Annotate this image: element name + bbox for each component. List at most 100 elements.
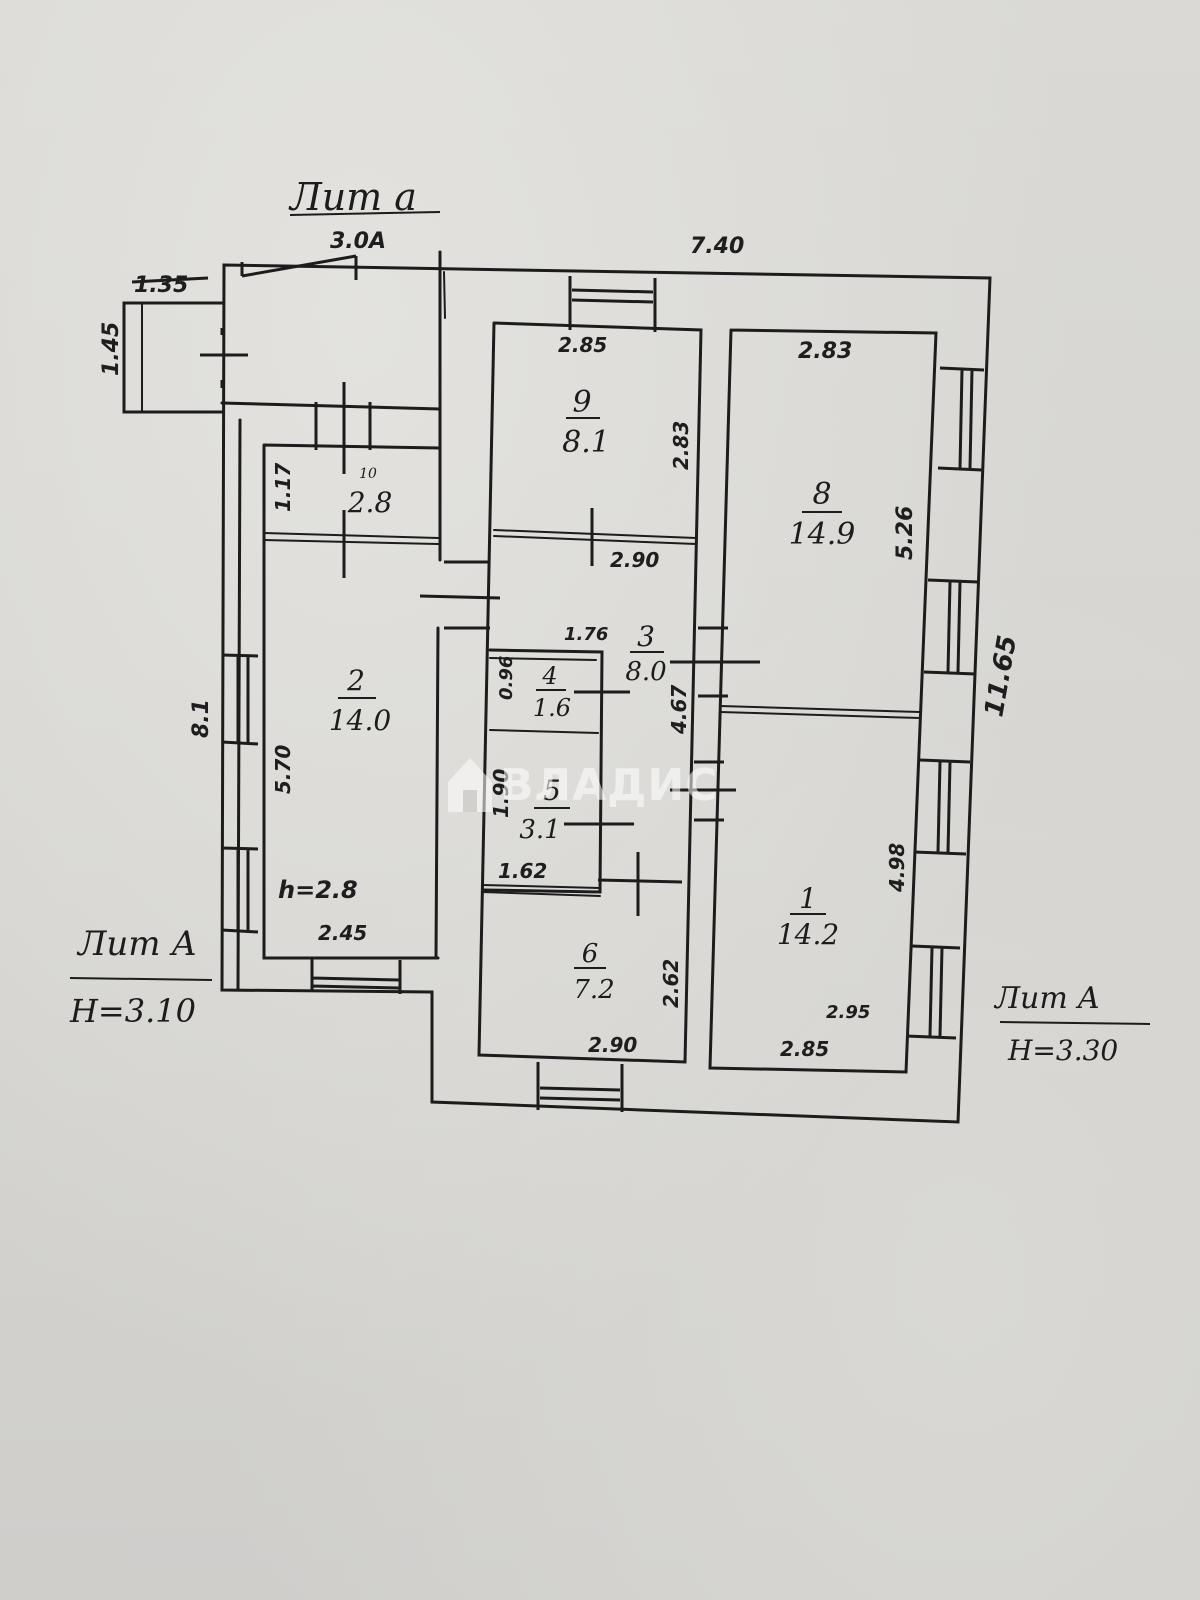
lit-a-top-label: Лит а	[288, 175, 417, 219]
lit-a-left-height: Н=3.10	[69, 992, 196, 1030]
window-right-1	[937, 366, 985, 472]
wall-room-8-1-divider	[719, 705, 921, 719]
wall-room-4-bottom	[489, 729, 599, 734]
window-left-1	[221, 653, 259, 746]
dim-room-6-height: 2.62	[659, 959, 683, 1008]
dim-room-5-width: 1.62	[498, 859, 547, 883]
dim-top-a: 3.0А	[330, 229, 386, 254]
dim-room-8-width: 2.83	[798, 339, 852, 364]
window-left-2	[221, 846, 259, 934]
watermark: ВЛАДИС	[448, 758, 718, 812]
lit-a-left-label: Лит А	[76, 924, 197, 964]
doors	[131, 254, 760, 916]
window-right-2	[923, 578, 979, 676]
room-6-area: 7.2	[573, 975, 614, 1005]
room-6: 6 7.2	[573, 939, 614, 1005]
room-8-number: 8	[812, 477, 831, 512]
porch-wall	[122, 301, 224, 414]
room-10: 10 2.8	[347, 466, 393, 519]
dim-tick-top	[240, 254, 358, 280]
room-4-area: 1.6	[533, 694, 571, 722]
wall-room-10-bottom-2	[263, 539, 439, 545]
dim-top-total: 7.40	[690, 234, 744, 259]
lit-a-right-height: Н=3.30	[1007, 1034, 1118, 1067]
wall-left-corridor	[434, 250, 442, 960]
lit-a-right-label: Лит А	[993, 981, 1100, 1016]
wall-room-9-bottom	[493, 529, 697, 545]
window-left-bottom	[310, 958, 402, 994]
room-6-number: 6	[582, 939, 599, 969]
dim-room-1-width: 2.85	[780, 1037, 829, 1061]
door-room-10-top	[314, 382, 372, 474]
room-4-number: 4	[541, 662, 557, 690]
room-10-number: 10	[359, 466, 377, 482]
room-5: 5 3.1	[519, 774, 570, 845]
room-3-area: 8.0	[625, 657, 666, 687]
lit-a-top-underline	[289, 211, 441, 216]
outer-wall-inner	[443, 271, 446, 319]
window-top	[568, 276, 657, 332]
dim-room-3-height: 4.67	[667, 685, 691, 735]
window-right-4	[905, 944, 961, 1040]
windows	[221, 276, 985, 1112]
wall-room-10-bottom	[263, 532, 439, 539]
room-1-area: 14.2	[777, 918, 839, 951]
dim-porch-width: 1.35	[134, 273, 188, 298]
wall-room-5-bottom	[481, 884, 601, 897]
room-2-number: 2	[346, 664, 365, 697]
door-room-8	[670, 626, 760, 698]
dim-room-4-height: 0.96	[496, 656, 517, 700]
lit-a-left-underline	[69, 977, 213, 981]
wall-room-8-1	[708, 328, 938, 1074]
dim-porch-height: 1.45	[99, 322, 124, 376]
door-corridor-left	[419, 560, 501, 630]
room-2: 2 14.0	[329, 664, 391, 737]
dim-left-height: 8.1	[189, 699, 214, 738]
room-8: 8 14.9	[789, 477, 856, 552]
dim-line-porch	[131, 276, 209, 284]
dim-room-4-width: 1.76	[564, 624, 608, 645]
window-bottom	[536, 1062, 624, 1112]
room-9-number: 9	[572, 385, 591, 420]
dim-room-2-width: 2.45	[318, 921, 367, 945]
wall-room-10	[262, 443, 442, 960]
room-10-area: 2.8	[347, 486, 393, 519]
room-9: 9 8.1	[562, 385, 610, 460]
dim-room-9-width: 2.85	[558, 333, 607, 357]
window-right-3	[913, 758, 971, 856]
height-label-left: h=2.8	[278, 876, 358, 904]
room-8-area: 14.9	[789, 517, 856, 552]
dim-total-height: 11.65	[979, 633, 1023, 719]
room-1-number: 1	[799, 882, 817, 915]
dim-room-8-height: 5.26	[893, 506, 918, 560]
dim-room-9-height: 2.83	[669, 421, 693, 470]
room-1: 1 14.2	[777, 882, 839, 951]
wall-room-4-5	[482, 648, 604, 894]
room-9-area: 8.1	[562, 425, 610, 460]
outer-wall	[220, 263, 992, 1124]
door-porch	[200, 328, 248, 388]
room-5-area: 3.1	[519, 815, 560, 845]
dim-room-1-height: 4.98	[885, 843, 909, 893]
dim-room-2-height: 5.70	[271, 745, 295, 794]
door-room-6	[597, 852, 683, 916]
room-5-number: 5	[543, 774, 561, 807]
watermark-house-icon	[448, 758, 492, 812]
wall-right-inner	[905, 332, 937, 1073]
porch-bottom-wall	[220, 401, 442, 411]
room-4: 4 1.6	[533, 662, 571, 722]
room-3-number: 3	[637, 620, 655, 653]
dim-room-10-height: 1.17	[271, 463, 295, 512]
wall-room-4-5-inner	[489, 657, 597, 661]
door-room-1	[670, 760, 736, 822]
dim-room-5-height: 1.90	[489, 769, 513, 818]
room-3: 3 8.0	[625, 620, 666, 687]
dim-room-6-width: 2.90	[588, 1033, 637, 1057]
watermark-text: ВЛАДИС	[500, 760, 718, 811]
room-2-area: 14.0	[329, 704, 391, 737]
dim-corridor-width: 2.90	[610, 548, 659, 572]
dim-room-1-width-a: 2.95	[826, 1002, 870, 1023]
lit-a-right-underline	[999, 1021, 1151, 1025]
